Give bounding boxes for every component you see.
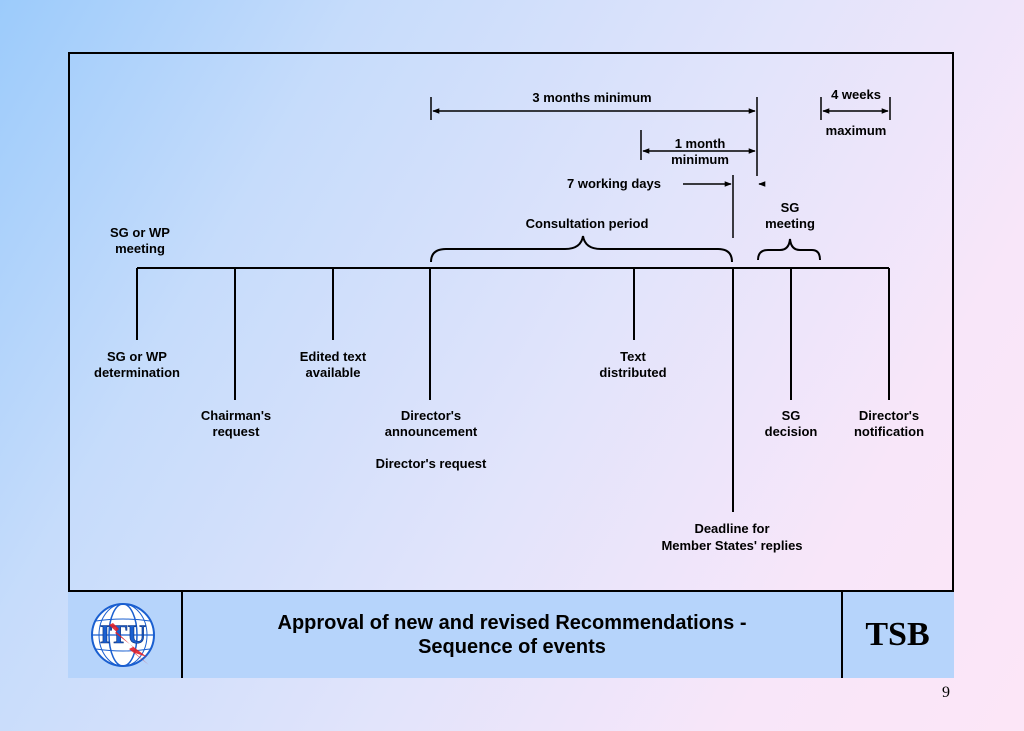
deadline-label-1: Deadline for [694,521,769,536]
footer-title: Approval of new and revised Recommendati… [183,592,841,678]
deadline-label-2: Member States' replies [661,538,802,553]
sg-wp-meeting-label-1: SG or WP [110,225,170,240]
edited-text-label-1: Edited text [300,349,367,364]
span-three-months-label: 3 months minimum [532,90,651,105]
directors-notification-label-1: Director's [859,408,919,423]
footer-title-line-2: Sequence of events [418,636,606,658]
directors-announcement-label-2: announcement [385,424,478,439]
span-one-month-label-2: minimum [671,152,729,167]
logo-text: ITU [99,620,145,649]
directors-announcement-label-1: Director's [401,408,461,423]
sg-wp-determination-label-2: determination [94,365,180,380]
sg-meeting-label-1: SG [781,200,800,215]
logo-cell: ITU [68,592,183,678]
text-distributed-label-2: distributed [599,365,666,380]
consultation-brace [430,235,733,263]
edited-text-label-2: available [306,365,361,380]
span-four-weeks-label: 4 weeks [831,87,881,102]
sg-decision-label-1: SG [782,408,801,423]
footer-title-line-1: Approval of new and revised Recommendati… [277,612,747,634]
sg-wp-meeting-label-2: meeting [115,241,165,256]
page-number: 9 [942,684,950,701]
directors-notification-label-2: notification [854,424,924,439]
directors-request-label: Director's request [376,456,487,471]
sg-meeting-brace [757,238,821,261]
span-seven-days-label: 7 working days [567,176,661,191]
itu-logo-icon: ITU [90,603,155,667]
span-one-month-label-1: 1 month [675,136,726,151]
sg-meeting-label-2: meeting [765,216,815,231]
chairmans-request-label-2: request [213,424,261,439]
tsb-label: TSB [841,592,952,678]
sg-decision-label-2: decision [765,424,818,439]
chairmans-request-label-1: Chairman's [201,408,271,423]
text-distributed-label-1: Text [620,349,646,364]
consultation-label: Consultation period [526,216,649,231]
sg-wp-determination-label-1: SG or WP [107,349,167,364]
span-maximum-label: maximum [826,123,887,138]
footer-bar: ITU Approval of new and revised Recommen… [68,590,954,678]
